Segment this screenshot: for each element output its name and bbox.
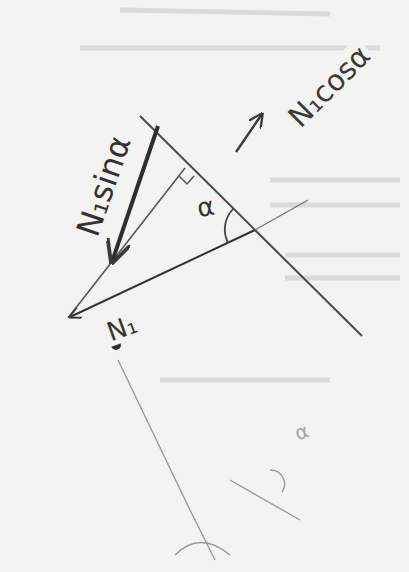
surface-line [140, 116, 362, 336]
faded-print [80, 10, 400, 380]
angle-label: α [289, 418, 315, 445]
faint-sketch [118, 360, 300, 560]
force-component-label: N₁cosα [281, 37, 379, 135]
right-angle-mark [179, 176, 194, 184]
normal-line [255, 200, 308, 230]
component-arrow [236, 114, 262, 152]
force-component-label: N₁sinα [70, 129, 138, 244]
angle-arc [225, 209, 233, 243]
force-label: N₁ [100, 309, 143, 348]
angle-label: α [192, 191, 220, 223]
